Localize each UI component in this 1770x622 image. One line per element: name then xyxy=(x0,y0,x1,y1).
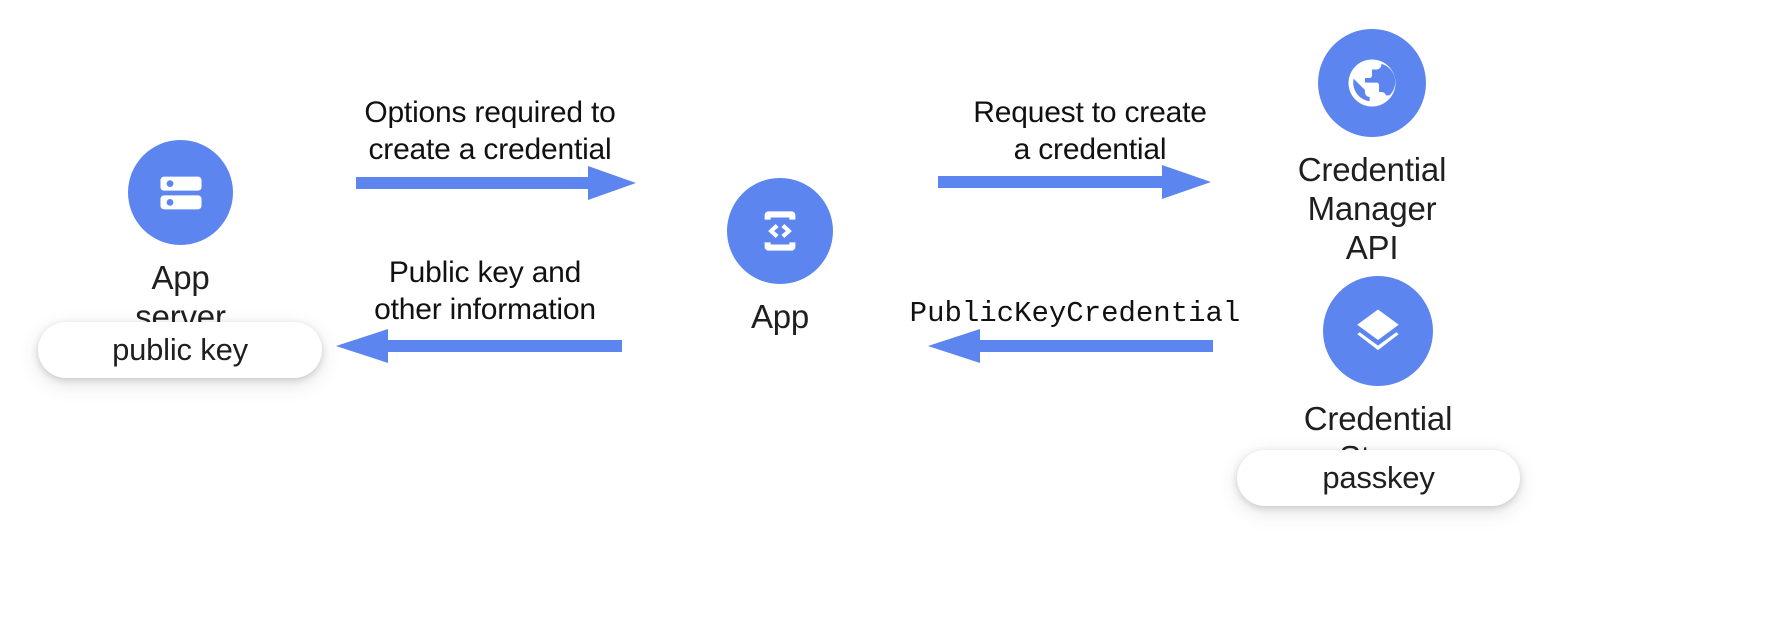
node-credential-manager-api-label: Credential Manager API xyxy=(1297,151,1447,266)
passkey-pill: passkey xyxy=(1237,450,1520,506)
server-icon xyxy=(159,176,202,209)
node-app-label: App xyxy=(750,298,810,335)
passkey-pill-label: passkey xyxy=(1322,460,1435,495)
arrow-options-required xyxy=(356,164,636,202)
node-credential-manager-api: Credential Manager API xyxy=(1298,29,1446,268)
credential-manager-api-circle xyxy=(1318,29,1426,137)
globe-public-icon xyxy=(1348,59,1396,107)
layers-icon xyxy=(1357,309,1399,351)
node-credential-store: Credential Store xyxy=(1304,276,1452,478)
arrow-public-key-credential xyxy=(928,327,1213,365)
node-app-server: App server xyxy=(128,140,233,337)
app-circle xyxy=(727,178,833,284)
app-code-device-icon xyxy=(764,211,796,251)
arrow-label-public-key-and-other-information: Public key and other information xyxy=(374,256,596,326)
public-key-pill-label: public key xyxy=(112,332,248,367)
arrow-label-public-key-credential: PublicKeyCredential xyxy=(909,297,1241,330)
arrow-label-options-required: Options required to create a credential xyxy=(364,96,616,166)
public-key-pill: public key xyxy=(38,322,322,378)
arrow-public-key-and-other-information xyxy=(336,327,622,365)
app-server-circle xyxy=(128,140,233,245)
arrow-request-to-create xyxy=(938,163,1211,201)
credential-store-circle xyxy=(1323,276,1433,386)
node-app: App xyxy=(727,178,833,337)
arrow-label-request-to-create: Request to create a credential xyxy=(973,96,1207,166)
